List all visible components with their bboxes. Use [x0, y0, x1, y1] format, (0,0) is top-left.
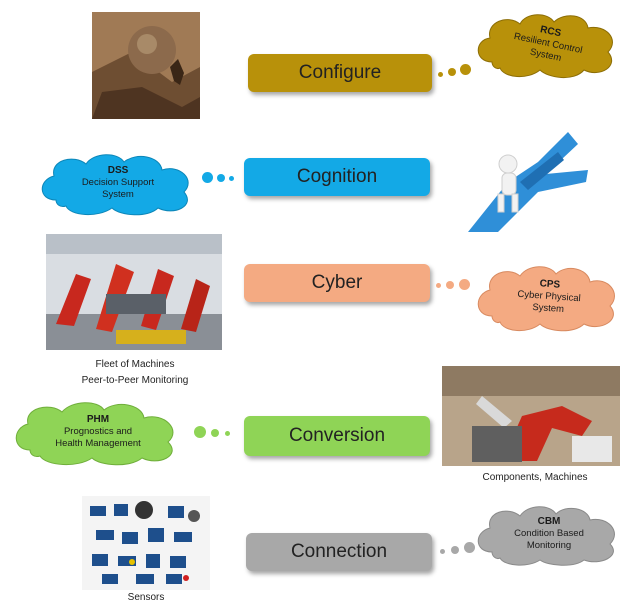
fleet-caption-line1: Fleet of Machines [95, 359, 175, 370]
cognition-layer: Cognition [244, 158, 430, 196]
configure-layer: Configure [248, 54, 432, 92]
connector-dot [436, 283, 441, 288]
cbm-cloud: CBM Condition Based Monitoring [474, 502, 624, 566]
connector-dot [440, 549, 445, 554]
cps-cloud: CPS Cyber Physical System [474, 262, 624, 332]
connector-dot [225, 431, 230, 436]
phm-line1: Prognostics and [63, 426, 133, 438]
connector-dot [460, 64, 471, 75]
connector-dot [229, 176, 234, 181]
connector-dot [448, 68, 456, 76]
connection-layer: Connection [246, 533, 432, 571]
phm-cloud: PHM Prognostics and Health Management [12, 398, 184, 466]
conversion-label: Conversion [288, 425, 386, 446]
sensors-caption: Sensors [96, 592, 196, 604]
sisyphus-boulder-image [92, 12, 200, 119]
connector-dot [438, 72, 443, 77]
sensors-image [82, 496, 210, 590]
rcs-cloud: RCS Resilient Control System [474, 10, 622, 78]
phm-title: PHM [86, 413, 110, 425]
cbm-title: CBM [537, 515, 561, 527]
components-caption-text: Components, Machines [482, 472, 588, 483]
cbm-line2: Monitoring [526, 540, 572, 552]
connection-label: Connection [290, 541, 388, 562]
connector-dot [464, 542, 475, 553]
dss-title: DSS [107, 164, 129, 176]
cyber-layer: Cyber [244, 264, 430, 302]
sensors-caption-text: Sensors [127, 592, 165, 603]
cloud-shape [477, 506, 615, 566]
connector-dot [446, 281, 454, 289]
cloud-shape [15, 402, 174, 466]
connector-dot [194, 426, 206, 438]
cloud-shape [41, 154, 189, 216]
phm-line2: Health Management [55, 438, 141, 450]
dss-line1: Decision Support [81, 177, 155, 189]
connector-dot [217, 174, 225, 182]
configure-label: Configure [298, 62, 382, 83]
decision-path-image [468, 122, 592, 232]
cyber-label: Cyber [311, 272, 363, 293]
fleet-caption-line2: Peer-to-Peer Monitoring [81, 375, 189, 386]
robot-arm-image [442, 366, 620, 466]
cps-line2: System [531, 302, 565, 316]
connector-dot [202, 172, 213, 183]
connector-dot [459, 279, 470, 290]
cognition-label: Cognition [296, 166, 378, 187]
connector-dot [451, 546, 459, 554]
robot-fleet-image [46, 234, 222, 350]
components-caption: Components, Machines [450, 470, 620, 486]
conversion-layer: Conversion [244, 416, 430, 456]
cloud-shape [477, 14, 613, 78]
cbm-line1: Condition Based [514, 528, 584, 540]
connector-dot [211, 429, 219, 437]
dss-line2: System [102, 189, 134, 201]
dss-cloud: DSS Decision Support System [38, 150, 198, 216]
cloud-shape [477, 266, 615, 332]
fleet-caption: Fleet of Machines Peer-to-Peer Monitorin… [40, 357, 230, 389]
